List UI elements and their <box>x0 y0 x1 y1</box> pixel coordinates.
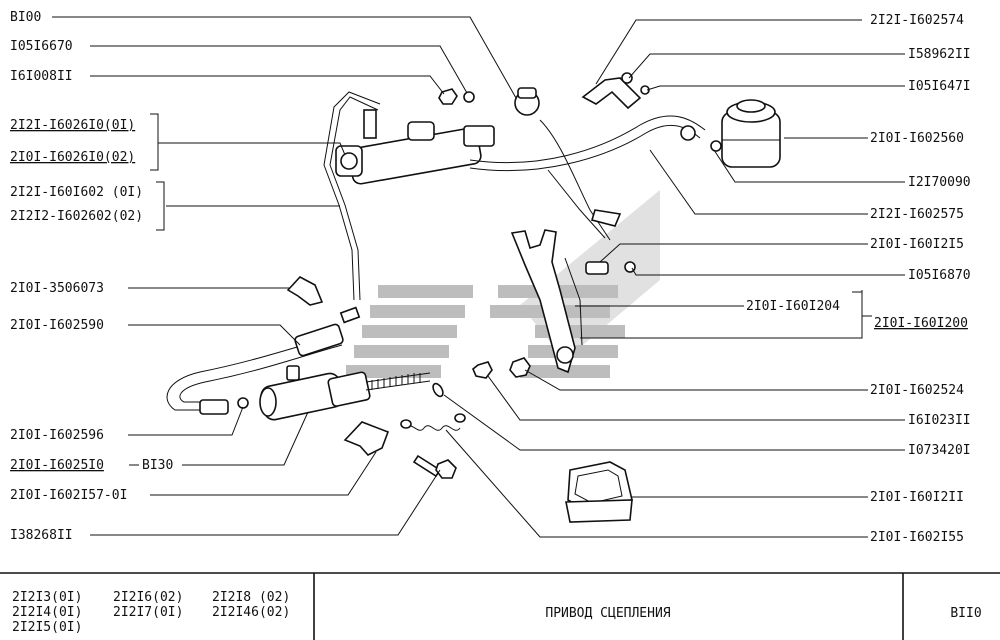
label-2i2i-i6026i0-0i: 2I2I-I6026I0(0I) <box>10 118 135 133</box>
label-2i2i-i602575: 2I2I-I602575 <box>870 207 964 222</box>
footer-model-1-2: 2I2I6(02) <box>113 590 183 605</box>
label-2i0i-3506073: 2I0I-3506073 <box>10 281 104 296</box>
footer-model-2-3: 2I2I46(02) <box>212 605 290 620</box>
hose-clamp-bracket <box>581 72 650 110</box>
labels-right: 2I2I-I602574 I58962II I05I647I 2I0I-I602… <box>746 13 971 545</box>
bolt <box>412 454 457 479</box>
label-i05i6870: I05I6870 <box>908 268 971 283</box>
reservoir-hose <box>469 115 706 172</box>
label-2i0i-i60i2i5: 2I0I-I60I2I5 <box>870 237 964 252</box>
label-i58962ii: I58962II <box>908 47 971 62</box>
footer-model-2-1: 2I2I4(0I) <box>12 605 82 620</box>
label-2i0i-i60i200: 2I0I-I60I200 <box>874 316 968 331</box>
flexible-hose <box>166 323 344 415</box>
leader-lines-right <box>443 19 905 538</box>
master-cylinder <box>335 109 495 185</box>
label-i073420i: I073420I <box>908 443 971 458</box>
footer-title-block: 2I2I3(0I) 2I2I6(02) 2I2I8 (02) 2I2I4(0I)… <box>0 572 1000 640</box>
footer-code: BII0 <box>950 606 981 621</box>
label-i2i70090: I2I70090 <box>908 175 971 190</box>
label-bi30: BI30 <box>142 458 173 473</box>
label-2i0i-i602i55: 2I0I-I602I55 <box>870 530 964 545</box>
footer-title: ПРИВОД СЦЕПЛЕНИЯ <box>545 606 670 621</box>
label-2i0i-i6025i0: 2I0I-I6025I0 <box>10 458 104 473</box>
labels-left: BI00 I05I6670 I6I008II 2I2I-I6026I0(0I) … <box>10 10 173 543</box>
label-2i2i-i602574: 2I2I-I602574 <box>870 13 964 28</box>
label-2i2i-i60i602-0i: 2I2I-I60I602 (0I) <box>10 185 143 200</box>
label-2i0i-i6026i0-02: 2I0I-I6026I0(02) <box>10 150 135 165</box>
release-fork <box>510 229 636 374</box>
footer-model-3-1: 2I2I5(0I) <box>12 620 82 635</box>
footer-model-1-3: 2I2I8 (02) <box>212 590 290 605</box>
label-2i0i-i602590: 2I0I-I602590 <box>10 318 104 333</box>
return-spring <box>400 382 466 431</box>
label-bi00: BI00 <box>10 10 41 25</box>
label-2i2i2-i602602-02: 2I2I2-I602602(02) <box>10 209 143 224</box>
pipe-clip <box>286 276 324 306</box>
label-2i0i-i602i57-0i: 2I0I-I602I57-0I <box>10 488 127 503</box>
label-2i0i-i602524: 2I0I-I602524 <box>870 383 964 398</box>
leader-lines-left <box>52 16 517 536</box>
label-i38268ii: I38268II <box>10 528 73 543</box>
clutch-pipe-upper <box>323 91 381 324</box>
rubber-boot <box>565 461 633 523</box>
clutch-pedal <box>514 87 622 241</box>
label-2i0i-i60i204: 2I0I-I60I204 <box>746 299 840 314</box>
spring-bracket <box>343 421 390 456</box>
label-2i0i-i602596: 2I0I-I602596 <box>10 428 104 443</box>
footer-model-2-2: 2I2I7(0I) <box>113 605 183 620</box>
label-i05i6670: I05I6670 <box>10 39 73 54</box>
label-i6i023ii: I6I023II <box>908 413 971 428</box>
label-i6i008ii: I6I008II <box>10 69 73 84</box>
nut-parts <box>438 88 531 379</box>
label-i05i647i: I05I647I <box>908 79 971 94</box>
fluid-reservoir <box>710 99 781 168</box>
label-2i0i-i602560: 2I0I-I602560 <box>870 131 964 146</box>
label-2i0i-i60i2ii: 2I0I-I60I2II <box>870 490 964 505</box>
footer-model-1-1: 2I2I3(0I) <box>12 590 82 605</box>
slave-cylinder <box>259 365 431 421</box>
